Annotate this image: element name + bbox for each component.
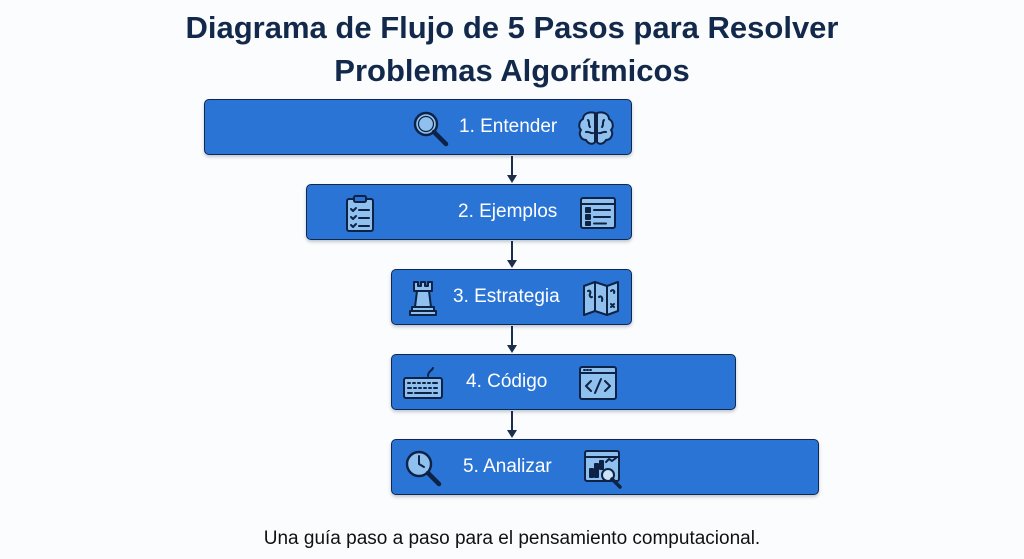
step-3-box: 3. Estrategia	[391, 269, 632, 325]
connector-4-5	[511, 411, 513, 431]
arrowhead-3-4	[507, 345, 517, 353]
folded-map-icon	[580, 277, 622, 319]
diagram-title-line-1: Diagrama de Flujo de 5 Pasos para Resolv…	[185, 10, 839, 45]
connector-2-3	[511, 241, 513, 261]
clipboard-checklist-icon	[339, 192, 381, 234]
diagram-title: Diagrama de Flujo de 5 Pasos para Resolv…	[0, 6, 1024, 92]
brain-icon	[575, 107, 617, 149]
arrowhead-2-3	[507, 260, 517, 268]
step-4-label: 4. Código	[466, 371, 548, 392]
step-5-label: 5. Analizar	[463, 456, 552, 477]
chess-rook-icon	[402, 277, 444, 319]
list-window-icon	[577, 192, 619, 234]
code-window-icon	[577, 362, 619, 404]
connector-3-4	[511, 326, 513, 346]
connector-1-2	[511, 156, 513, 176]
step-1-label: 1. Entender	[459, 116, 558, 137]
step-2-box: 2. Ejemplos	[306, 184, 632, 240]
step-5-box: 5. Analizar	[391, 439, 819, 495]
step-3-label: 3. Estrategia	[453, 286, 560, 307]
step-4-box: 4. Código	[391, 354, 736, 410]
clock-magnifier-icon	[402, 447, 444, 489]
diagram-caption: Una guía paso a paso para el pensamiento…	[263, 528, 761, 549]
arrowhead-4-5	[507, 430, 517, 438]
arrowhead-1-2	[507, 175, 517, 183]
keyboard-icon	[402, 362, 444, 404]
diagram-title-line-2: Problemas Algorítmicos	[334, 53, 690, 88]
step-1-box: 1. Entender	[204, 99, 632, 155]
chart-magnifier-icon	[582, 447, 624, 489]
step-2-label: 2. Ejemplos	[458, 201, 558, 222]
magnifying-glass-icon	[409, 107, 451, 149]
